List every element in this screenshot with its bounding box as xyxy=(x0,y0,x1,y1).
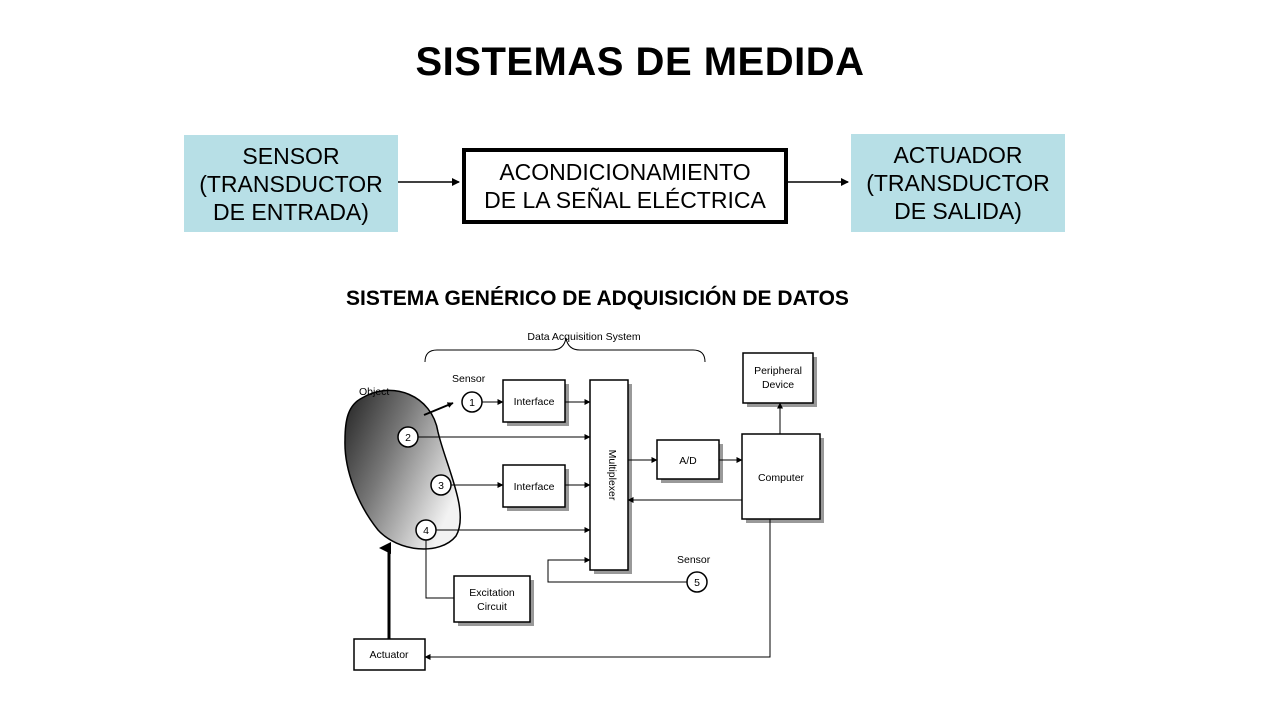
excitation-label-line2: Circuit xyxy=(477,601,507,613)
peripheral-box xyxy=(742,352,814,404)
sensor-1-number: 1 xyxy=(469,397,475,409)
sensor-top-label: Sensor xyxy=(452,373,486,385)
wire-s4-excitation xyxy=(425,540,454,599)
conditioning-box-label: ACONDICIONAMIENTO DE LA SEÑAL ELÉCTRICA xyxy=(484,159,766,213)
ad-label: A/D xyxy=(679,455,697,467)
diagram-subtitle: SISTEMA GENÉRICO DE ADQUISICIÓN DE DATOS xyxy=(346,287,849,310)
page-title: SISTEMAS DE MEDIDA xyxy=(415,40,865,84)
peripheral-label-line2: Device xyxy=(762,379,794,391)
interface-1-box xyxy=(502,379,566,423)
sensor-2-number: 2 xyxy=(405,432,411,444)
das-label: Data Acquisition System xyxy=(527,331,640,343)
excitation-label-line1: Excitation xyxy=(469,587,515,599)
conditioning-box: ACONDICIONAMIENTO DE LA SEÑAL ELÉCTRICA xyxy=(462,148,788,224)
computer-label: Computer xyxy=(758,472,805,484)
actuator-label-diagram: Actuator xyxy=(369,649,409,661)
computer-box xyxy=(741,433,821,520)
sensor-bottom-label: Sensor xyxy=(677,554,711,566)
sensor-box: SENSOR (TRANSDUCTOR DE ENTRADA) xyxy=(184,135,398,232)
actuator-box-label: ACTUADOR (TRANSDUCTOR DE SALIDA) xyxy=(866,142,1050,224)
excitation-box xyxy=(453,575,531,623)
peripheral-label-line1: Peripheral xyxy=(754,365,802,377)
interface-1-label: Interface xyxy=(514,396,555,408)
sensor-pointer-arrow xyxy=(423,402,454,416)
sensor-4-number: 4 xyxy=(423,525,429,537)
wire-computer-actuator xyxy=(424,519,771,660)
wire-s5-mux xyxy=(547,557,687,583)
multiplexer-label: Multiplexer xyxy=(606,450,618,501)
das-brace xyxy=(424,337,706,363)
sensor-5-number: 5 xyxy=(694,577,700,589)
ad-box xyxy=(656,439,720,480)
interface-2-box xyxy=(502,464,566,508)
object-shape xyxy=(344,389,461,550)
interface-2-label: Interface xyxy=(514,481,555,493)
multiplexer-box xyxy=(589,379,629,571)
sensor-3-number: 3 xyxy=(438,480,444,492)
sensor-box-label: SENSOR (TRANSDUCTOR DE ENTRADA) xyxy=(199,142,383,225)
object-label: Object xyxy=(359,386,389,398)
actuator-box: ACTUADOR (TRANSDUCTOR DE SALIDA) xyxy=(851,134,1065,232)
